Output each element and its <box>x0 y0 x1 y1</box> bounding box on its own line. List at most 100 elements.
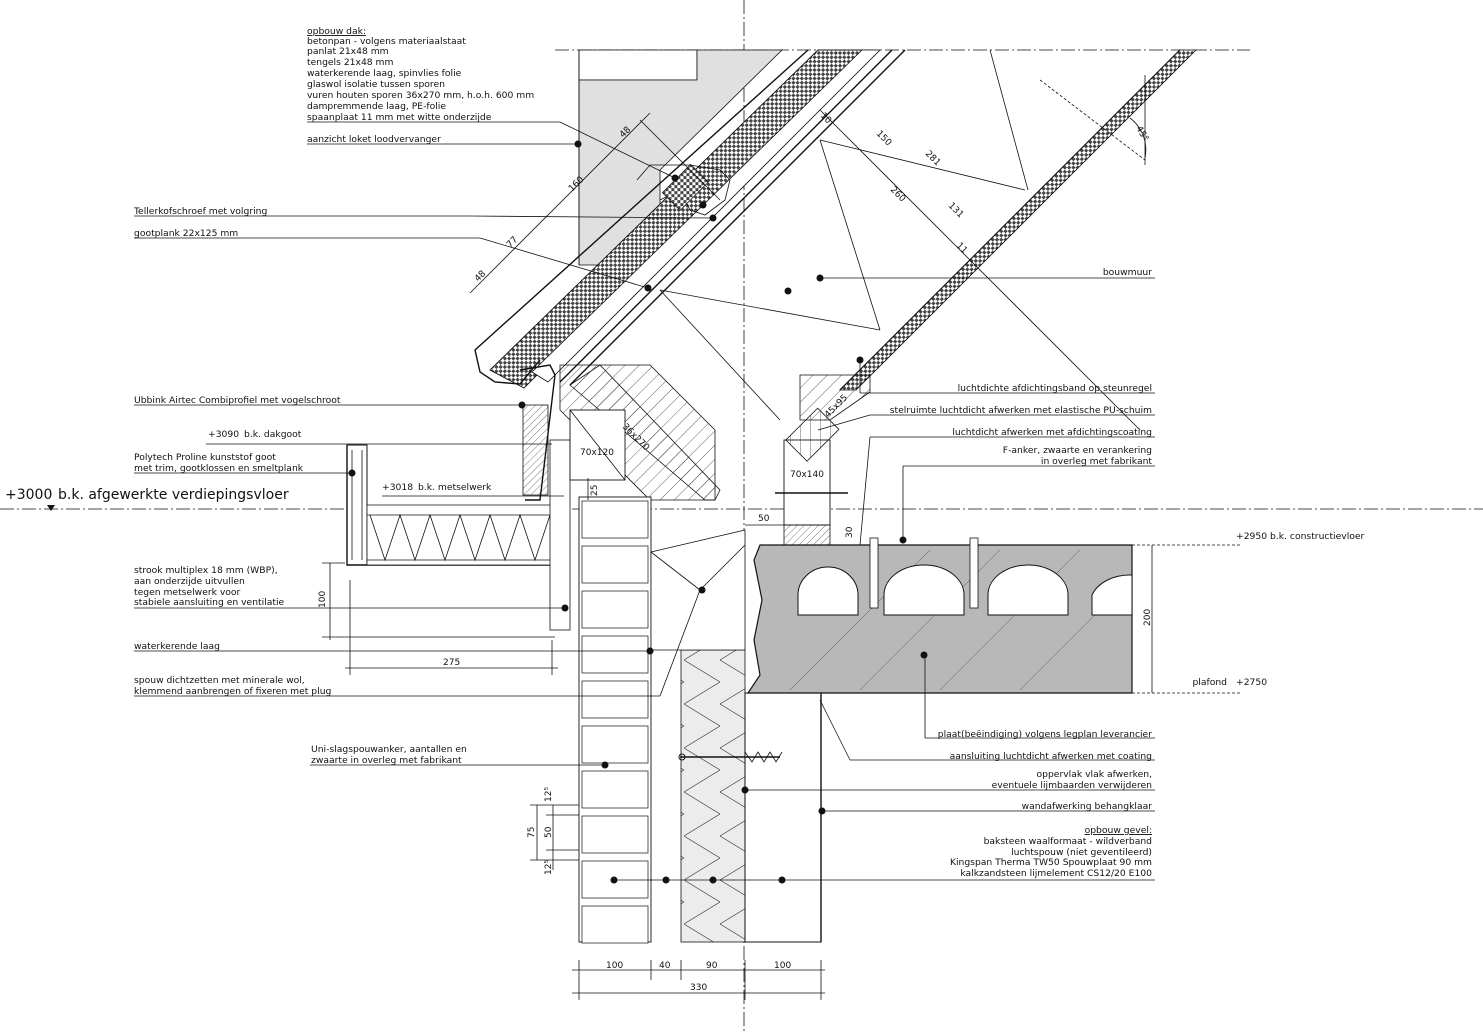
label-stelruimte: stelruimte luchtdicht afwerken met elast… <box>890 405 1152 416</box>
label-gootplank: gootplank 22x125 mm <box>134 228 238 239</box>
label-oppervlak-2: eventuele lijmbaarden verwijderen <box>992 780 1153 791</box>
brick <box>581 905 649 944</box>
inner-leaf <box>744 692 822 943</box>
label-floor-text: b.k. afgewerkte verdiepingsvloer <box>58 487 289 503</box>
label-polytech-2: met trim, gootklossen en smeltplank <box>134 463 304 474</box>
brick <box>581 500 649 539</box>
dim-11: 11 <box>954 241 969 256</box>
dim-30: 30 <box>845 526 855 538</box>
label-strook-3: tegen metselwerk voor <box>134 587 241 598</box>
brick-dimensions <box>530 804 579 870</box>
floor-level-marker <box>47 505 55 511</box>
label-plafond-text: plafond <box>1192 677 1227 688</box>
wall-head <box>650 529 746 651</box>
brick-outer-leaf <box>578 496 652 944</box>
dim-bottom-100a: 100 <box>606 961 623 971</box>
roof-package <box>474 49 1197 501</box>
roof-buildup-line: waterkerende laag, spinvlies folie <box>307 68 462 79</box>
brick <box>581 590 649 629</box>
label-uni-2: zwaarte in overleg met fabrikant <box>311 755 462 766</box>
slab-dimension <box>1132 544 1240 694</box>
dim-bottom-100b: 100 <box>774 961 791 971</box>
roof-buildup-line: dampremmende laag, PE-folie <box>307 101 446 112</box>
roof-buildup-line: tengels 21x48 mm <box>307 57 394 68</box>
dim-25: 25 <box>590 485 600 496</box>
roof-buildup-line: vuren houten sporen 36x270 mm, h.o.h. 60… <box>307 90 534 101</box>
brick <box>581 725 649 764</box>
dim-260: 260 <box>888 185 907 204</box>
label-gevel-title: opbouw gevel: <box>1085 825 1152 836</box>
wall-head-diag2 <box>699 544 746 591</box>
label-loket: aanzicht loket loodvervanger <box>307 134 441 145</box>
label-fanker-2: in overleg met fabrikant <box>1041 456 1153 467</box>
label-plaat: plaat(beëindiging) volgens legplan lever… <box>938 729 1152 740</box>
rafter-foot <box>799 374 871 421</box>
leader-dots <box>348 140 928 884</box>
support-batten-70x140 <box>775 407 848 546</box>
label-plafond-level: +2750 <box>1236 677 1267 688</box>
dim-bottom-330: 330 <box>690 983 707 993</box>
dim-275: 275 <box>443 658 460 668</box>
label-gevel-line: baksteen waalformaat - wildverband <box>984 836 1152 847</box>
label-floor-level: +3000 <box>5 487 52 503</box>
label-aansluiting: aansluiting luchtdicht afwerken met coat… <box>950 751 1152 762</box>
roof-buildup-line: panlat 21x48 mm <box>307 46 389 57</box>
label-gevel-line: luchtspouw (niet geventileerd) <box>1011 847 1152 858</box>
label-metselwerk-text: b.k. metselwerk <box>418 482 492 493</box>
label-tellerkop: Tellerkofschroef met volgring <box>133 206 267 217</box>
label-strook-2: aan onderzijde uitvullen <box>134 576 245 587</box>
roof-buildup-line: glaswol isolatie tussen sporen <box>307 79 445 90</box>
dim-75: 75 <box>527 827 537 838</box>
bottom-dimensions <box>572 960 825 1000</box>
label-bouwmuur: bouwmuur <box>1103 267 1152 278</box>
roof-buildup-title: opbouw dak: <box>307 26 366 37</box>
dim-50: 50 <box>758 514 770 524</box>
dim-100-gutter: 100 <box>318 591 328 608</box>
dim-12b: 12⁵ <box>544 860 554 875</box>
dim-48-left: 48 <box>473 269 488 284</box>
dim-bottom-40: 40 <box>659 961 671 971</box>
brick <box>581 635 649 674</box>
f-anchors <box>869 537 979 609</box>
label-spouw-2: klemmend aanbrengen of fixeren met plug <box>134 686 331 697</box>
wall-head-diag <box>650 551 701 591</box>
dim-200: 200 <box>1143 609 1153 626</box>
dim-12a: 12⁵ <box>544 787 554 802</box>
dim-bottom-90: 90 <box>706 961 718 971</box>
dim-131: 131 <box>946 201 965 220</box>
label-spouw-1: spouw dichtzetten met minerale wol, <box>134 675 305 686</box>
roof-buildup-line: spaanplaat 11 mm met witte onderzijde <box>307 112 492 123</box>
label-luchtdicht-coating: luchtdicht afwerken met afdichtingscoati… <box>952 427 1152 438</box>
roof-dimensions <box>469 75 1147 431</box>
label-strook-4: stabiele aansluiting en ventilatie <box>134 597 285 608</box>
dim-150: 150 <box>874 129 893 148</box>
dim-45deg: 45° <box>1133 125 1150 144</box>
cavity-insulation <box>680 649 746 943</box>
beam-70x120 <box>569 409 626 481</box>
label-gevel-line: kalkzandsteen lijmelement CS12/20 E100 <box>960 868 1152 879</box>
label-waterkerend: waterkerende laag <box>134 641 220 652</box>
profile-70x140: 70x140 <box>790 470 824 480</box>
brick <box>581 815 649 854</box>
label-gevel-line: Kingspan Therma TW50 Spouwplaat 90 mm <box>950 857 1152 868</box>
gutter <box>346 364 571 631</box>
label-ubbink: Ubbink Airtec Combiprofiel met vogelschr… <box>134 395 341 406</box>
label-oppervlak-1: oppervlak vlak afwerken, <box>1037 769 1153 780</box>
label-metselwerk-level: +3018 <box>382 482 413 493</box>
label-uni-1: Uni-slagspouwanker, aantallen en <box>311 744 467 755</box>
label-fanker-1: F-anker, zwaarte en verankering <box>1003 445 1152 456</box>
label-luchtdicht-band: luchtdichte afdichtingsband op steunrege… <box>958 383 1152 394</box>
label-strook-1: strook multiplex 18 mm (WBP), <box>134 565 278 576</box>
wall-anchor <box>678 751 783 763</box>
leader-lines <box>134 121 1155 881</box>
roof-buildup-line: betonpan - volgens materiaalstaat <box>307 36 466 47</box>
label-wandafwerking: wandafwerking behangklaar <box>1022 801 1153 812</box>
dim-50b: 50 <box>544 826 554 838</box>
label-polytech-1: Polytech Proline kunststof goot <box>134 452 276 463</box>
profile-70x120: 70x120 <box>580 448 614 458</box>
brick <box>581 770 649 809</box>
label-dakgoot-text: b.k. dakgoot <box>244 429 302 440</box>
brick <box>581 680 649 719</box>
gutter-board <box>636 163 731 216</box>
